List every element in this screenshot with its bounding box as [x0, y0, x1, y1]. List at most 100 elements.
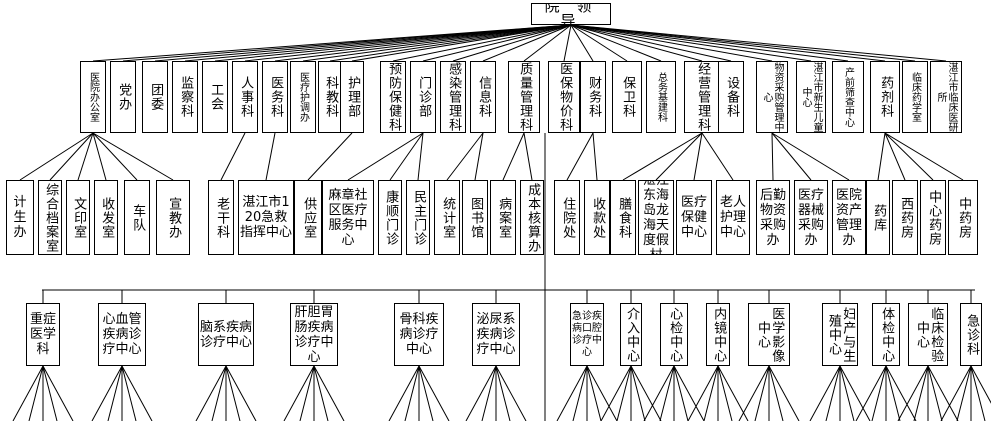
- center-fan-line: [404, 365, 420, 421]
- center-fan-line: [673, 365, 705, 421]
- sub-unit-node: 中心药房: [920, 180, 946, 255]
- dept-node-label: 感染管理科: [446, 62, 462, 132]
- root-to-dept-line: [570, 24, 628, 62]
- dept-node: 湛江市新生儿童中心: [796, 61, 826, 133]
- dept-to-unit-line: [220, 132, 246, 181]
- dept-node: 财务科: [580, 61, 606, 133]
- sub-unit-node: 湛江东海岛龙海天度假村: [638, 180, 674, 255]
- sub-unit-node-label: 中药房: [956, 196, 972, 239]
- dept-to-unit-line: [265, 132, 276, 181]
- root-to-dept-line: [570, 24, 703, 62]
- center-fan-line: [600, 365, 632, 421]
- dept-node-label: 经营管理科: [695, 62, 711, 132]
- center-fan-line: [418, 365, 434, 421]
- root-to-dept-line: [274, 24, 572, 62]
- root-to-dept-line: [351, 24, 572, 62]
- center-fan-line: [465, 365, 497, 421]
- center-fan-line: [913, 365, 929, 421]
- sub-unit-node-label: 湛江市120急救指挥中心: [240, 195, 293, 240]
- dept-to-unit-line: [655, 132, 703, 181]
- dept-node-label: 医务科: [268, 76, 284, 118]
- center-fan-line: [897, 365, 929, 421]
- dept-to-unit-line: [771, 132, 812, 181]
- sub-unit-node: 图书馆: [462, 180, 488, 255]
- root-to-dept-line: [570, 24, 773, 62]
- center-fan-line: [927, 365, 943, 421]
- dept-to-unit-line: [566, 132, 594, 181]
- dept-node-label: 质量管理科: [517, 62, 533, 132]
- clinical-center-node: 心检中心: [660, 303, 688, 366]
- sub-unit-node-label: 车队: [130, 203, 146, 232]
- root-node: 院 领 导: [531, 3, 611, 25]
- clinical-center-node: 重症医学科: [26, 303, 60, 366]
- center-fan-line: [768, 365, 784, 421]
- center-fan-line: [970, 365, 986, 421]
- center-fan-line: [687, 365, 719, 421]
- dept-node: 医院办公室: [80, 61, 106, 133]
- root-to-dept-line: [184, 24, 572, 62]
- dept-node: 湛江市临床医研所: [930, 61, 962, 133]
- dept-node-label: 团委: [148, 83, 164, 111]
- dept-to-unit-line: [622, 132, 703, 181]
- dept-node: 经营管理科: [684, 61, 720, 133]
- dept-node: 临床药学室: [902, 61, 928, 133]
- clinical-center-node-label: 脑系疾病诊疗中心: [200, 319, 253, 350]
- sub-unit-node-label: 药库: [871, 203, 887, 232]
- dept-to-unit-line: [701, 132, 734, 181]
- dept-to-unit-line: [884, 132, 906, 181]
- dept-node-label: 医保物价科: [557, 62, 573, 132]
- root-to-dept-line: [214, 24, 572, 62]
- dept-node-label: 科教科: [323, 76, 339, 118]
- sub-unit-node-label: 收款处: [590, 196, 606, 239]
- center-fan-line: [42, 365, 58, 421]
- center-fan-line: [586, 365, 618, 421]
- center-fan-line: [211, 365, 227, 421]
- dept-to-unit-line: [771, 132, 850, 181]
- clinical-center-node: 内镜中心: [706, 303, 730, 366]
- center-fan-line: [717, 365, 733, 421]
- clinical-center-node-label: 医学影像中心: [755, 306, 785, 363]
- clinical-center-node-label: 体检中心: [879, 306, 895, 363]
- root-to-dept-line: [392, 24, 572, 62]
- clinical-center-node-label: 泌尿系疾病诊疗中心: [476, 312, 516, 357]
- sub-unit-node-label: 膳食科: [616, 196, 632, 239]
- root-to-dept-line: [570, 24, 662, 62]
- center-fan-line: [225, 365, 257, 421]
- root-to-dept-line: [422, 24, 572, 62]
- center-fan-line: [643, 365, 675, 421]
- sub-unit-node: 收款处: [584, 180, 610, 255]
- sub-unit-node: 民主门诊: [406, 180, 430, 255]
- dept-node: 信息科: [470, 61, 496, 133]
- sub-unit-node-label: 后勤物资采购办: [759, 187, 786, 248]
- clinical-center-node: 临床检验中心: [908, 303, 948, 366]
- center-fan-line: [825, 365, 841, 421]
- sub-unit-node: 计生办: [6, 180, 34, 255]
- root-to-dept-line: [302, 24, 572, 62]
- dept-to-unit-line: [92, 132, 107, 181]
- sub-unit-node: 康顺门诊: [378, 180, 402, 255]
- sub-unit-node: 老人护理中心: [716, 180, 750, 255]
- sub-unit-node-label: 康顺门诊: [383, 189, 399, 246]
- dept-node: 质量管理科: [508, 61, 540, 133]
- sub-unit-node: 药库: [866, 180, 890, 255]
- dept-to-unit-line: [877, 132, 886, 181]
- clinical-center-node-label: 介入中心: [624, 306, 640, 363]
- dept-node: 监察科: [172, 61, 198, 133]
- dept-node-label: 工会: [208, 83, 224, 111]
- dept-node: 护理部: [340, 61, 364, 133]
- dept-node: 人事科: [232, 61, 258, 133]
- root-to-dept-line: [244, 24, 572, 62]
- dept-node: 物资采购管理中心: [756, 61, 788, 133]
- sub-unit-node: 中药房: [948, 180, 978, 255]
- dept-to-unit-line: [19, 132, 94, 181]
- center-fan-line: [885, 365, 901, 421]
- root-to-dept-line: [570, 24, 594, 62]
- root-to-dept-line: [570, 24, 812, 62]
- center-fan-line: [388, 365, 420, 421]
- dept-node-label: 人事科: [238, 76, 254, 118]
- dept-to-unit-line: [502, 132, 525, 181]
- dept-node-label: 药剂科: [878, 76, 894, 118]
- sub-unit-node: 文印室: [66, 180, 90, 255]
- sub-unit-node-label: 统计室: [440, 196, 456, 239]
- dept-node: 设备科: [718, 61, 744, 133]
